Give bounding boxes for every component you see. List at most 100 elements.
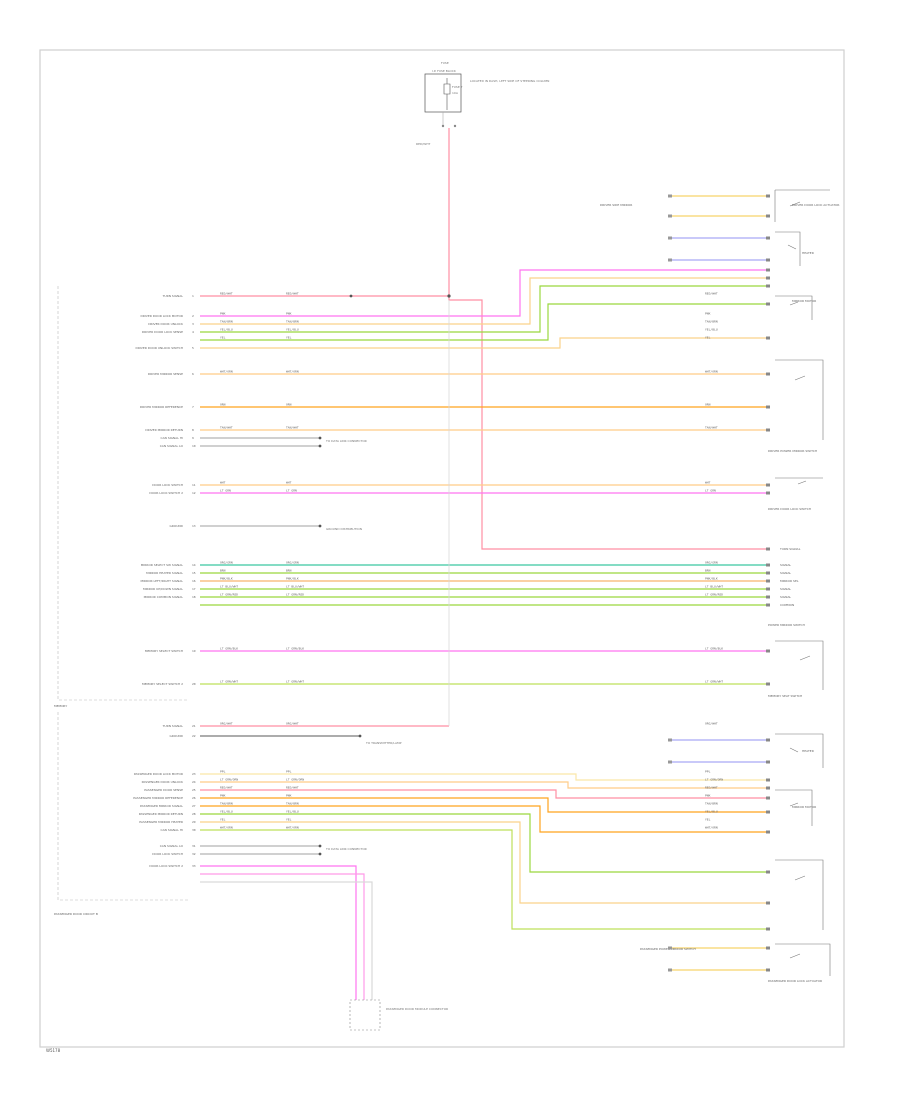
left-pin-label: DRIVER DOOR UNLOCK SWITCH (136, 346, 183, 350)
pin-stub (766, 194, 770, 198)
pin-stub (766, 236, 770, 240)
pin-stub (766, 214, 770, 218)
wire-code-a: WHT/ORN (220, 826, 233, 830)
wire-code-c: TAN/BRN (705, 802, 718, 806)
wire-code-a: RED/WHT (220, 786, 233, 790)
wire-code-c: BRN (705, 569, 711, 573)
wire-code-a: LT BLU/WHT (220, 585, 238, 589)
wire-code-a: BRN (220, 569, 226, 573)
wire-code-c: TAN/BRN (705, 320, 718, 324)
pin-stub (766, 603, 770, 607)
left-pin-label: DRIVER DOOR UNLOCK (148, 322, 184, 326)
note-1: TO DATA LINK CONNECTOR (325, 439, 367, 443)
left-pin-number: 8 (192, 428, 194, 432)
splice-points (318, 294, 451, 856)
wire-code-a: WHT/ORN (220, 370, 233, 374)
wire-code-c: ORN (705, 403, 711, 407)
pin-stub (766, 405, 770, 409)
left-pin-number: 21 (192, 724, 196, 728)
module-memory-label: MEMORY (54, 704, 67, 708)
pin-stub (668, 946, 672, 950)
left-pin-number: 6 (192, 372, 194, 376)
fuse-title: FUSE (441, 61, 449, 65)
wire-code-a: LT GRN/RED (220, 593, 238, 597)
left-pin-label: PASSENGER DOOR UNLOCK (142, 780, 184, 784)
left-pin-label: DOOR LOCK SWITCH 2 (149, 864, 183, 868)
left-pin-number: 28 (192, 812, 196, 816)
left-pin-number: 27 (192, 804, 196, 808)
left-pin-number: 3 (192, 322, 194, 326)
right-component-label: MIRROR MOTOR (792, 805, 816, 809)
right-pin-label: SIGNAL (780, 571, 791, 575)
module-passenger-label: PASSENGER DOOR CIRCUIT B (54, 912, 98, 916)
left-pin-number: 1 (192, 294, 194, 298)
wire-code-a: PNK (220, 794, 226, 798)
right-component-label: POWER MIRROR SWITCH (768, 623, 805, 627)
right-pin-label: MIRROR SEL (780, 579, 799, 583)
fuse-wire-label: RED/WHT (416, 142, 431, 146)
left-pin-label: DRIVER MIRROR RETURN (145, 428, 183, 432)
wire-code-c: RED/WHT (705, 786, 718, 790)
pin-stub (668, 194, 672, 198)
left-pin-label: PASSENGER DOOR SENSE (144, 788, 183, 792)
right-component-label: MIRROR MOTOR (792, 299, 816, 303)
pin-stub (766, 563, 770, 567)
wire-code-b: PNK (286, 312, 292, 316)
pin-stub (766, 428, 770, 432)
left-pin-label: CAN SIGNAL LO (160, 844, 184, 848)
left-pin-number: 7 (192, 405, 194, 409)
left-pin-number: 2 (192, 314, 194, 318)
pin-stub (766, 595, 770, 599)
left-pin-label: DOOR LOCK SWITCH (152, 852, 183, 856)
pin-stub (766, 268, 770, 272)
connector-notes: TO DATA LINK CONNECTOR TO DATA LINK CONN… (325, 439, 402, 851)
note-2: TO DATA LINK CONNECTOR (325, 847, 367, 851)
wire-code-a: TAN/BRN (220, 802, 233, 806)
pin-stub (766, 901, 770, 905)
wire-code-c: PNK (705, 312, 711, 316)
left-pin-label: PASSENGER MIRROR REFERENCE (133, 796, 183, 800)
left-pin-label: DOOR LOCK SWITCH 2 (149, 491, 183, 495)
left-pin-number: 31 (192, 844, 196, 848)
right-component-label: PASSENGER POWER MIRROR SWITCH (640, 947, 696, 951)
pin-stub (766, 372, 770, 376)
switch-symbols (774, 189, 831, 976)
right-component-label: PASSENGER DOOR LOCK ACTUATOR (768, 979, 822, 983)
footer-code: W5178 (46, 1048, 61, 1053)
fuse-block-label: I.P. FUSE BLOCK (432, 69, 457, 73)
right-component-label: DRIVER DOOR LOCK ACTUATOR (792, 203, 840, 207)
pin-stub (766, 786, 770, 790)
left-pin-number: 24 (192, 780, 196, 784)
left-pin-label: MEMORY SELECT SWITCH 2 (142, 682, 183, 686)
wire-code-a: YEL/BLU (220, 328, 233, 332)
left-pin-number: 26 (192, 796, 196, 800)
wire-code-b: LT GRN/RED (286, 593, 304, 597)
pin-stub (766, 796, 770, 800)
wire-code-a: WHT (220, 481, 226, 485)
right-component-label: DRIVER POWER MIRROR SWITCH (768, 449, 817, 453)
wire-code-c: LT GRN/BLK (705, 647, 723, 651)
left-pin-label: GROUND (169, 734, 183, 738)
wire-code-a: PPL (220, 770, 226, 774)
wire-code-c: RED/WHT (705, 292, 718, 296)
pin-stub (766, 579, 770, 583)
wire-code-b: LT GRN/BLK (286, 647, 304, 651)
pin-stub (766, 738, 770, 742)
wire-code-c: LT GRN/WHT (705, 680, 723, 684)
wire-code-b: TAN/BRN (286, 802, 299, 806)
wire-code-b: LT GRN (286, 489, 297, 493)
left-pin-number: 15 (192, 571, 196, 575)
left-pin-label: MIRROR COMMON SIGNAL (144, 595, 184, 599)
note-3: GROUND DISTRIBUTION (326, 527, 362, 531)
wire-code-a: YEL (220, 336, 226, 340)
left-pin-label: MIRROR LEFT/RIGHT SIGNAL (140, 579, 183, 583)
wire-code-a: LT GRN (220, 489, 231, 493)
left-pin-label: DRIVER MIRROR REFERENCE (140, 405, 183, 409)
pin-stub (766, 870, 770, 874)
pin-stub (766, 810, 770, 814)
pin-stub (766, 284, 770, 288)
left-pin-label: TURN SIGNAL (162, 294, 184, 298)
right-component-label: HEATER (802, 251, 814, 255)
wire-code-c: YEL/BLU (705, 810, 718, 814)
